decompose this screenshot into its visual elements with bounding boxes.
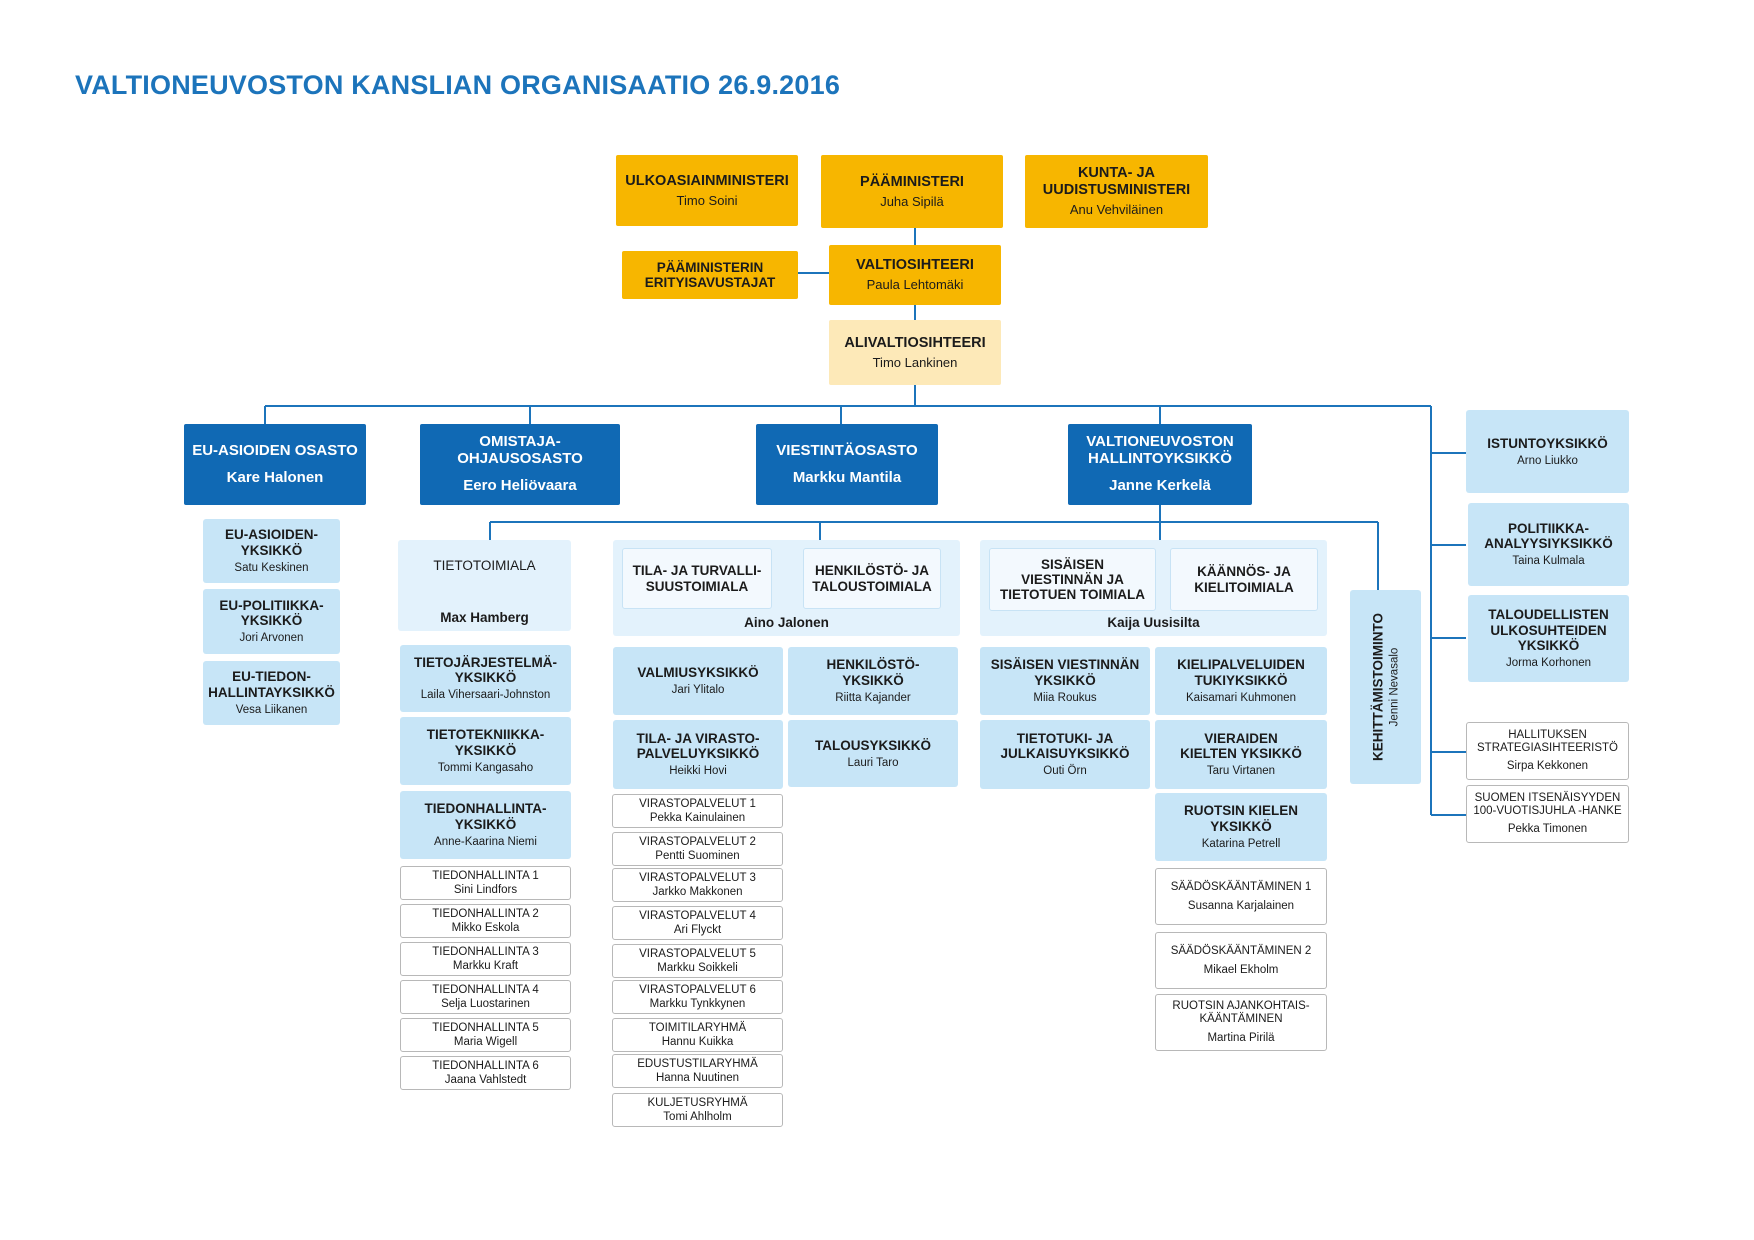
subunit-person: Selja Luostarinen (441, 997, 530, 1010)
subunit-title: VIRASTOPALVELUT 5 (639, 947, 756, 960)
project-strategiasihteeristo: HALLITUKSEN STRATEGIASIHTEERISTÖ Sirpa K… (1466, 722, 1629, 780)
subunit-title: TIEDONHALLINTA 1 (432, 869, 539, 882)
unit-henkilostoyksikko: HENKILÖSTÖ- YKSIKKÖ Riitta Kajander (788, 647, 958, 715)
unit-tila-ja-virastopalveluyksikko: TILA- JA VIRASTO- PALVELUYKSIKKÖ Heikki … (613, 720, 783, 789)
subunit-title: VIRASTOPALVELUT 1 (639, 797, 756, 810)
subunit-box: RUOTSIN AJANKOHTAIS- KÄÄNTÄMINEN Martina … (1155, 994, 1327, 1051)
page-title: VALTIONEUVOSTON KANSLIAN ORGANISAATIO 26… (75, 70, 841, 100)
unit-tietotuki-ja-julkaisuyksikko: TIETOTUKI- JA JULKAISUYKSIKKÖ Outi Örn (980, 720, 1150, 789)
subunit-person: Pekka Kainulainen (649, 811, 746, 824)
dept-eu-asioiden-osasto: EU-ASIOIDEN OSASTO Kare Halonen (184, 424, 366, 505)
subunit-title: VIRASTOPALVELUT 2 (639, 835, 756, 848)
subunit-person: Mikko Eskola (451, 921, 520, 934)
area-sisaisen-viestinnan-ja-tietotuen-toimiala: SISÄISEN VIESTINNÄN JA TIETOTUEN TOIMIAL… (989, 548, 1156, 611)
unit-kielipalveluiden-tukiyksikko: KIELIPALVELUIDEN TUKIYKSIKKÖ Kaisamari K… (1155, 647, 1327, 715)
box-kunta-ja-uudistusministeri: KUNTA- JA UUDISTUSMINISTERI Anu Vehviläi… (1025, 155, 1208, 228)
subunit-title: RUOTSIN AJANKOHTAIS- KÄÄNTÄMINEN (1172, 1000, 1310, 1026)
subunit-title: VIRASTOPALVELUT 3 (639, 871, 756, 884)
subunit-person: Markku Soikkeli (657, 961, 738, 974)
unit-talousyksikko: TALOUSYKSIKKÖ Lauri Taro (788, 720, 958, 787)
dept-hallintoyksikko: VALTIONEUVOSTON HALLINTOYKSIKKÖ Janne Ke… (1068, 424, 1252, 505)
subunit-person: Hanna Nuutinen (655, 1071, 740, 1084)
area-tietotoimiala: TIETOTOIMIALA Max Hamberg (398, 540, 571, 631)
unit-kehittamistoiminto: KEHITTÄMISTOIMINTO Jenni Nevasalo (1350, 590, 1421, 784)
subunit-person: Sini Lindfors (453, 883, 518, 896)
unit-eu-asioiden-yksikko: EU-ASIOIDEN- YKSIKKÖ Satu Keskinen (203, 519, 340, 583)
subunit-box: SÄÄDÖSKÄÄNTÄMINEN 2 Mikael Ekholm (1155, 932, 1327, 989)
subunit-title: TIEDONHALLINTA 3 (432, 945, 539, 958)
subunit-title: SÄÄDÖSKÄÄNTÄMINEN 2 (1170, 944, 1312, 957)
subunit-person: Hannu Kuikka (661, 1035, 734, 1048)
box-valtiosihteeri: VALTIOSIHTEERI Paula Lehtomäki (829, 245, 1001, 305)
unit-tiedonhallintayksikko: TIEDONHALLINTA- YKSIKKÖ Anne-Kaarina Nie… (400, 791, 571, 859)
subunit-title: TIEDONHALLINTA 4 (432, 983, 539, 996)
unit-tietotekniikkayksikko: TIETOTEKNIIKKA- YKSIKKÖ Tommi Kangasaho (400, 717, 571, 785)
subunit-person: Maria Wigell (453, 1035, 518, 1048)
unit-tietojarjestelmayksikko: TIETOJÄRJESTELMÄ- YKSIKKÖ Laila Vihersaa… (400, 645, 571, 712)
project-100-vuotisjuhla: SUOMEN ITSENÄISYYDEN 100-VUOTISJUHLA -HA… (1466, 785, 1629, 843)
box-erityisavustajat: PÄÄMINISTERIN ERITYISAVUSTAJAT (622, 251, 798, 299)
dept-viestintaosasto: VIESTINTÄOSASTO Markku Mantila (756, 424, 938, 505)
subunit-person: Pentti Suominen (655, 849, 740, 862)
area-kaannos-ja-kielitoimiala: KÄÄNNÖS- JA KIELITOIMIALA (1170, 548, 1318, 611)
subunit-person: Mikael Ekholm (1203, 963, 1279, 976)
subunit-box: SÄÄDÖSKÄÄNTÄMINEN 1 Susanna Karjalainen (1155, 868, 1327, 925)
unit-eu-politiikkayksikko: EU-POLITIIKKA- YKSIKKÖ Jori Arvonen (203, 589, 340, 654)
subunit-title: TIEDONHALLINTA 5 (432, 1021, 539, 1034)
subunit-person: Jaana Vahlstedt (444, 1073, 527, 1086)
subunit-title: VIRASTOPALVELUT 6 (639, 983, 756, 996)
subunit-title: TIEDONHALLINTA 6 (432, 1059, 539, 1072)
dept-omistajaohjausosasto: OMISTAJA- OHJAUSOSASTO Eero Heliövaara (420, 424, 620, 505)
subunit-person: Markku Kraft (452, 959, 519, 972)
area-henkilosto-ja-taloustoimiala: HENKILÖSTÖ- JA TALOUSTOIMIALA (803, 548, 941, 609)
subunit-title: KULJETUSRYHMÄ (647, 1096, 748, 1109)
area-tila-ja-turvallisuustoimiala: TILA- JA TURVALLI- SUUSTOIMIALA (622, 548, 772, 609)
subunit-title: EDUSTUSTILARYHMÄ (637, 1057, 758, 1070)
unit-sisaisen-viestinnan-yksikko: SISÄISEN VIESTINNÄN YKSIKKÖ Miia Roukus (980, 647, 1150, 715)
subunit-title: TIEDONHALLINTA 2 (432, 907, 539, 920)
subunit-person: Martina Pirilä (1207, 1031, 1275, 1044)
subunit-person: Markku Tynkkynen (649, 997, 746, 1010)
unit-eu-tiedonhallintayksikko: EU-TIEDON- HALLINTAYKSIKKÖ Vesa Liikanen (203, 661, 340, 725)
unit-vieraiden-kielten-yksikko: VIERAIDEN KIELTEN YKSIKKÖ Taru Virtanen (1155, 720, 1327, 789)
unit-valmiusyksikko: VALMIUSYKSIKKÖ Jari Ylitalo (613, 647, 783, 715)
subunit-person: Jarkko Makkonen (652, 885, 743, 898)
box-ulkoasiainministeri: ULKOASIAINMINISTERI Timo Soini (616, 155, 798, 226)
subunit-person: Ari Flyckt (673, 923, 722, 936)
subunit-title: VIRASTOPALVELUT 4 (639, 909, 756, 922)
unit-taloudellisten-ulkosuhteiden-yksikko: TALOUDELLISTEN ULKOSUHTEIDEN YKSIKKÖ Jor… (1468, 595, 1629, 682)
unit-politiikka-analyysiyksikko: POLITIIKKA- ANALYYSIYKSIKKÖ Taina Kulmal… (1468, 503, 1629, 586)
unit-ruotsin-kielen-yksikko: RUOTSIN KIELEN YKSIKKÖ Katarina Petrell (1155, 793, 1327, 861)
subunit-person: Tomi Ahlholm (663, 1110, 732, 1123)
box-alivaltiosihteeri: ALIVALTIOSIHTEERI Timo Lankinen (829, 320, 1001, 385)
unit-istuntoyksikko: ISTUNTOYKSIKKÖ Arno Liukko (1466, 410, 1629, 493)
box-paaministeri: PÄÄMINISTERI Juha Sipilä (821, 155, 1003, 228)
subunit-title: TOIMITILARYHMÄ (648, 1021, 747, 1034)
subunit-title: SÄÄDÖSKÄÄNTÄMINEN 1 (1170, 880, 1312, 893)
subunit-person: Susanna Karjalainen (1187, 899, 1295, 912)
